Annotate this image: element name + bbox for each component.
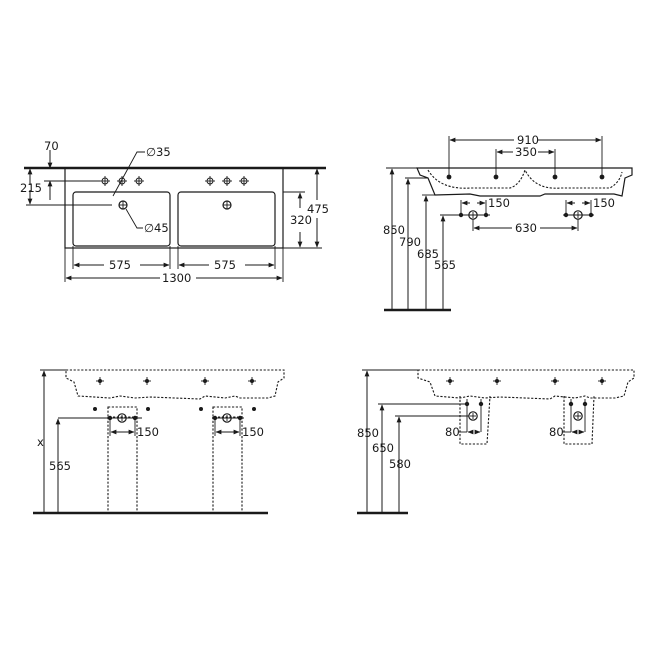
- drain-right: [222, 200, 232, 210]
- dim-label-910: 910: [517, 133, 539, 147]
- dim-label-150-side-right: 150: [593, 196, 615, 210]
- top-view: 70 215 ∅35 ∅45 320 475 575 575: [20, 139, 329, 285]
- pedestal-top-left: [107, 406, 138, 418]
- dim-label-350: 350: [515, 145, 537, 159]
- dim-label-850-side: 850: [383, 223, 405, 237]
- tap-holes-right: [205, 176, 249, 186]
- dim-label-580: 580: [389, 457, 411, 471]
- front-view-pedestal: 150 150 x 565: [33, 369, 285, 515]
- basin-profile: [416, 167, 633, 197]
- waste-front-left: [58, 413, 142, 423]
- dim-label-150-front-left: 150: [137, 425, 159, 439]
- dim-label-1300: 1300: [162, 271, 191, 285]
- label-overflow-diameter: ∅45: [144, 221, 169, 235]
- label-tap-diameter: ∅35: [146, 145, 171, 159]
- dim-label-80-right: 80: [549, 425, 564, 439]
- dim-label-565-front: 565: [49, 459, 71, 473]
- dim-label-575-left: 575: [109, 258, 131, 272]
- dim-label-565-side: 565: [434, 258, 456, 272]
- basin-hidden-outline-semi: [417, 369, 635, 400]
- drain-left: [118, 200, 128, 210]
- dim-label-150-front-right: 150: [242, 425, 264, 439]
- waste-front-right: [212, 413, 244, 423]
- basin-hidden-outline: [65, 369, 285, 400]
- trap-right: [568, 399, 588, 432]
- dim-label-150-side-left: 150: [488, 196, 510, 210]
- bowl-hidden-lines: [427, 168, 623, 189]
- bowl-left: [72, 191, 171, 247]
- dim-label-790: 790: [399, 235, 421, 249]
- tap-markers: [446, 174, 605, 180]
- dim-label-575-right: 575: [214, 258, 236, 272]
- semi-pedestal-left: [459, 395, 491, 445]
- tap-markers-front: [96, 377, 256, 385]
- tap-holes-left: [100, 176, 144, 186]
- dim-label-215: 215: [20, 181, 42, 195]
- waste-fitting-right: [563, 210, 594, 220]
- dim-label-80-left: 80: [445, 425, 460, 439]
- semi-pedestal-right: [563, 395, 595, 445]
- dim-label-630: 630: [515, 221, 537, 235]
- dim-label-x: x: [37, 435, 44, 449]
- trap-left: [464, 399, 484, 432]
- dim-label-650: 650: [372, 441, 394, 455]
- side-view: 910 350 150 150 6: [383, 133, 633, 312]
- basin-outline: [64, 167, 284, 249]
- dim-label-70: 70: [44, 139, 59, 153]
- tap-markers-semi: [446, 377, 606, 385]
- bowl-right: [177, 191, 276, 247]
- pedestal-top-right: [212, 406, 243, 418]
- dim-label-475: 475: [307, 202, 329, 216]
- front-view-semi-pedestal: 80 80 850 650 580: [357, 369, 635, 515]
- dim-label-850-semi: 850: [357, 426, 379, 440]
- dim-label-320: 320: [290, 213, 312, 227]
- dim-label-685: 685: [417, 247, 439, 261]
- waste-fitting-left: [458, 210, 490, 220]
